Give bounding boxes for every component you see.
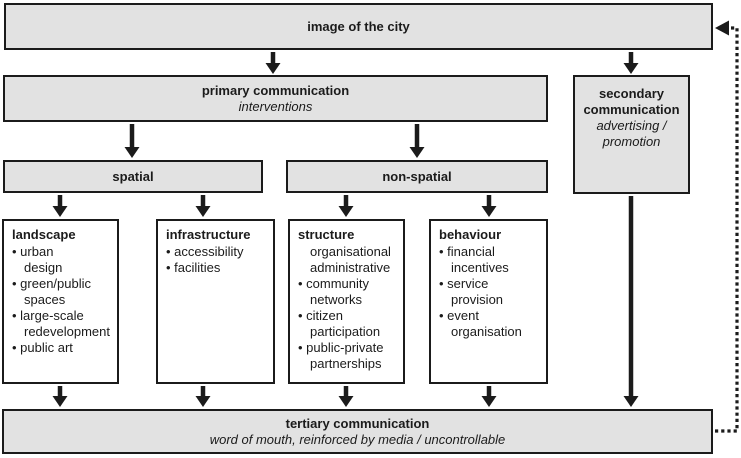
box-subtitle: interventions (238, 98, 313, 114)
list-item: accessibility (166, 244, 254, 260)
box-title: secondary communication (583, 86, 680, 117)
arrow-spatial-to-landscape (52, 195, 68, 217)
box-subtitle: word of mouth, reinforced by media / unc… (209, 431, 506, 447)
box-title: spatial (112, 168, 154, 184)
list-item-unbulleted: organisational administrative (310, 244, 391, 275)
list-item: public art (12, 340, 94, 356)
tertiary-communication-box: tertiary communication word of mouth, re… (2, 409, 713, 454)
list-item: large-scale redevelopment (12, 308, 110, 340)
structure-box: structure organisational administrative … (288, 219, 405, 384)
arrow-primary-to-nonspatial (409, 124, 425, 158)
infrastructure-box: infrastructure accessibility facilities (156, 219, 275, 384)
arrow-secondary-to-tertiary (623, 196, 639, 407)
list-item: urban design (12, 244, 94, 276)
arrow-structure-to-tertiary (338, 386, 354, 407)
secondary-communication-box: secondary communication advertising / pr… (573, 75, 690, 194)
primary-communication-box: primary communication interventions (3, 75, 548, 122)
arrow-infrastructure-to-tertiary (195, 386, 211, 407)
landscape-box: landscape urban design green/public spac… (2, 219, 119, 384)
arrow-nonspatial-to-structure (338, 195, 354, 217)
list-item: service provision (439, 276, 527, 308)
non-spatial-box: non-spatial (286, 160, 548, 193)
box-title: tertiary communication (285, 415, 430, 431)
box-title: structure (298, 227, 355, 242)
feedback-dotted-line (715, 20, 739, 433)
arrow-landscape-to-tertiary (52, 386, 68, 407)
list-item: financial incentives (439, 244, 527, 276)
box-subtitle: advertising / promotion (596, 118, 667, 149)
box-title: image of the city (307, 18, 410, 34)
list-item: community networks (298, 276, 386, 308)
box-title: behaviour (439, 227, 502, 242)
box-title: infrastructure (166, 227, 251, 242)
box-title: non-spatial (382, 168, 452, 184)
arrow-nonspatial-to-behaviour (481, 195, 497, 217)
arrow-behaviour-to-tertiary (481, 386, 497, 407)
arrow-image-to-secondary (623, 52, 639, 74)
list-item: event organisation (439, 308, 527, 340)
list-item: public-private partnerships (298, 340, 386, 372)
list-item: facilities (166, 260, 254, 276)
list-item: citizen participation (298, 308, 386, 340)
arrow-image-to-primary (265, 52, 281, 74)
behaviour-box: behaviour financial incentives service p… (429, 219, 548, 384)
box-title: primary communication (201, 82, 350, 98)
list-item: green/public spaces (12, 276, 94, 308)
arrow-primary-to-spatial (124, 124, 140, 158)
image-of-the-city-box: image of the city (4, 3, 713, 50)
spatial-box: spatial (3, 160, 263, 193)
feedback-arrowhead-icon (715, 20, 729, 36)
box-title: landscape (12, 227, 76, 242)
arrow-spatial-to-infrastructure (195, 195, 211, 217)
